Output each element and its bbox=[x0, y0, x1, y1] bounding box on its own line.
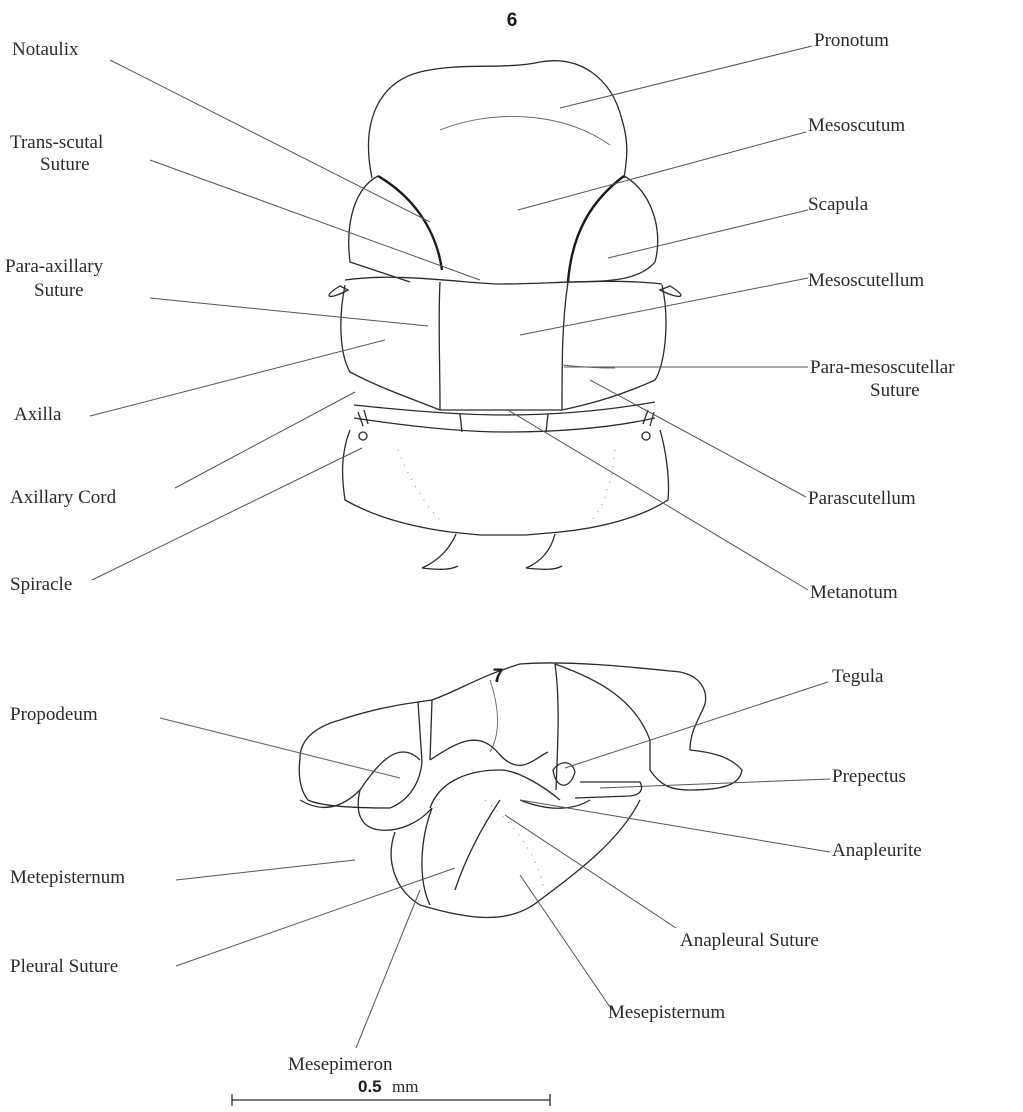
label-spiracle: Spiracle bbox=[10, 574, 72, 595]
figure-7-leaders bbox=[160, 682, 830, 1048]
scale-bar-value: 0.5 bbox=[358, 1077, 382, 1096]
label-mesepisternum: Mesepisternum bbox=[608, 1002, 725, 1023]
label-mesoscutum: Mesoscutum bbox=[808, 115, 905, 136]
label-pronotum: Pronotum bbox=[814, 30, 889, 51]
label-parascutellum: Parascutellum bbox=[808, 488, 916, 509]
label-tegula: Tegula bbox=[832, 666, 884, 687]
label-axillary-cord: Axillary Cord bbox=[10, 487, 117, 508]
label-mesepimeron: Mesepimeron bbox=[288, 1054, 393, 1075]
label-para-axillary-line2: Suture bbox=[34, 280, 84, 301]
figure-6-drawing bbox=[329, 61, 681, 570]
figure-6-number: 6 bbox=[507, 10, 518, 31]
label-pleural-suture: Pleural Suture bbox=[10, 956, 118, 977]
label-anapleural-suture: Anapleural Suture bbox=[680, 930, 819, 951]
label-metepisternum: Metepisternum bbox=[10, 867, 125, 888]
figure-6-labels: 6 Notaulix Trans-scutal Suture Para-axil… bbox=[5, 10, 955, 603]
label-notaulix: Notaulix bbox=[12, 39, 79, 60]
scale-bar-unit: mm bbox=[392, 1077, 418, 1096]
label-prepectus: Prepectus bbox=[832, 766, 906, 787]
figure-7-number: 7 bbox=[493, 666, 504, 687]
scale-bar: 0.5 mm bbox=[232, 1077, 550, 1106]
figure-6-leaders bbox=[90, 46, 812, 590]
label-mesoscutellum: Mesoscutellum bbox=[808, 270, 924, 291]
label-para-axillary-line1: Para-axillary bbox=[5, 256, 104, 277]
label-anapleurite: Anapleurite bbox=[832, 840, 922, 861]
label-axilla: Axilla bbox=[14, 404, 62, 425]
figure-7-drawing bbox=[299, 663, 742, 918]
label-para-mesoscutellar-line2: Suture bbox=[870, 380, 920, 401]
label-propodeum: Propodeum bbox=[10, 704, 98, 725]
label-trans-scutal-line1: Trans-scutal bbox=[10, 132, 103, 153]
label-para-mesoscutellar-line1: Para-mesoscutellar bbox=[810, 357, 955, 378]
label-scapula: Scapula bbox=[808, 194, 869, 215]
label-metanotum: Metanotum bbox=[810, 582, 898, 603]
label-trans-scutal-line2: Suture bbox=[40, 154, 90, 175]
figure-7-labels: 7 Propodeum Metepisternum Pleural Suture… bbox=[10, 666, 922, 1075]
